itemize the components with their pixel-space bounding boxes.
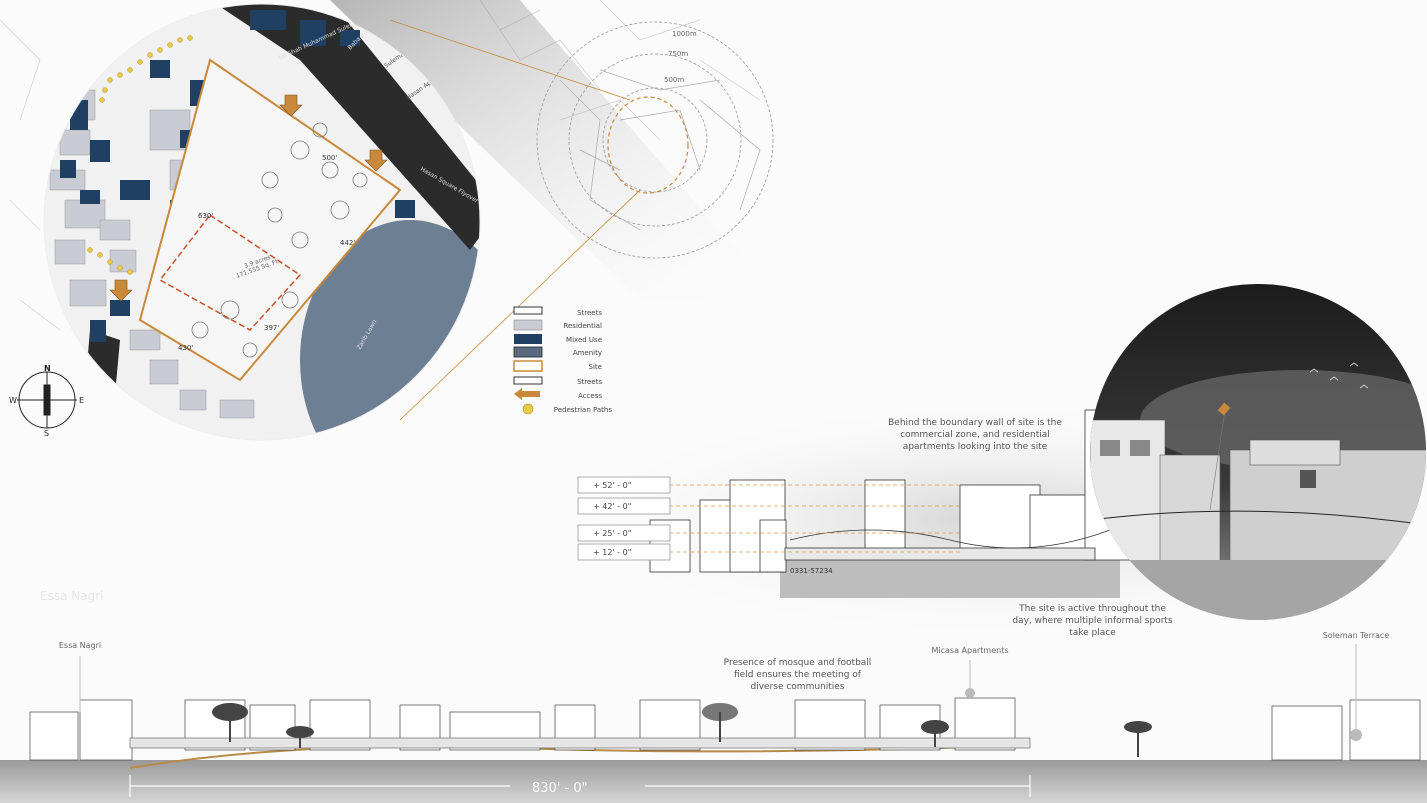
radius-rings	[536, 21, 774, 259]
level-25: + 25' - 0"	[593, 529, 631, 538]
legend-label-site: Site	[588, 363, 602, 371]
radius-500: 500m	[664, 76, 684, 84]
level-markers	[577, 476, 960, 561]
site-ring	[607, 96, 689, 194]
zoom-line-upper	[389, 19, 631, 101]
boundary-wall	[784, 547, 1096, 561]
legend-swatch-streets	[513, 306, 543, 315]
level-12: + 12' - 0"	[593, 548, 631, 557]
compass	[17, 371, 77, 429]
compass-s: S	[44, 429, 49, 438]
note-boundary: Behind the boundary wall of site is the …	[888, 418, 1062, 452]
legend	[513, 306, 543, 415]
compass-e: E	[79, 396, 84, 405]
compass-w: W	[9, 396, 17, 405]
note-active: The site is active throughout the day, w…	[1012, 604, 1173, 638]
legend-label-streets: Streets	[577, 309, 602, 317]
context-streets	[559, 69, 761, 231]
long-section-trees	[212, 703, 1152, 757]
ground-long	[0, 760, 1427, 803]
place-faded: Essa Nagri	[40, 589, 104, 603]
legend-label-access: Access	[578, 392, 602, 400]
level-42: + 42' - 0"	[593, 502, 631, 511]
dim-430: 430'	[178, 344, 193, 352]
radius-1000: 1000m	[672, 30, 697, 38]
football-field	[158, 213, 302, 331]
place-micasa: Micasa Apartments	[931, 646, 1009, 655]
dim-442: 442'	[340, 239, 355, 247]
legend-label-streets-2: Streets	[577, 378, 602, 386]
compass-n: N	[44, 364, 51, 373]
dimension-line	[129, 775, 1031, 797]
legend-swatch-streets-2	[513, 376, 543, 385]
legend-swatch-pedestrian	[522, 403, 534, 415]
radius-750: 750m	[668, 50, 688, 58]
note-mosque: Presence of mosque and football field en…	[723, 658, 872, 692]
level-52: + 52' - 0"	[593, 481, 631, 490]
legend-label-pedestrian: Pedestrian Paths	[553, 406, 612, 414]
ground-mid	[780, 558, 1120, 598]
legend-swatch-residential	[513, 319, 543, 331]
place-essa: Essa Nagri	[58, 641, 102, 650]
legend-swatch-site	[513, 360, 543, 372]
legend-label-residential: Residential	[563, 322, 602, 330]
main-road	[210, 4, 480, 250]
zoom-line-lower	[399, 189, 641, 421]
legend-swatch-mixed-use	[514, 334, 542, 344]
dimension-label: 830' - 0"	[532, 781, 588, 796]
dim-500: 500'	[322, 154, 337, 162]
dim-397: 397'	[264, 324, 279, 332]
long-boundary-wall	[129, 737, 1031, 749]
legend-swatch-access	[514, 388, 540, 400]
location-pins	[79, 644, 1362, 741]
legend-swatch-amenity	[513, 346, 543, 358]
legend-label-mixed-use: Mixed Use	[566, 336, 602, 344]
graffiti-text: 0331-57234	[790, 567, 833, 575]
dim-630: 630'	[198, 212, 213, 220]
place-soleman: Soleman Terrace	[1322, 631, 1390, 640]
legend-label-amenity: Amenity	[572, 349, 602, 357]
